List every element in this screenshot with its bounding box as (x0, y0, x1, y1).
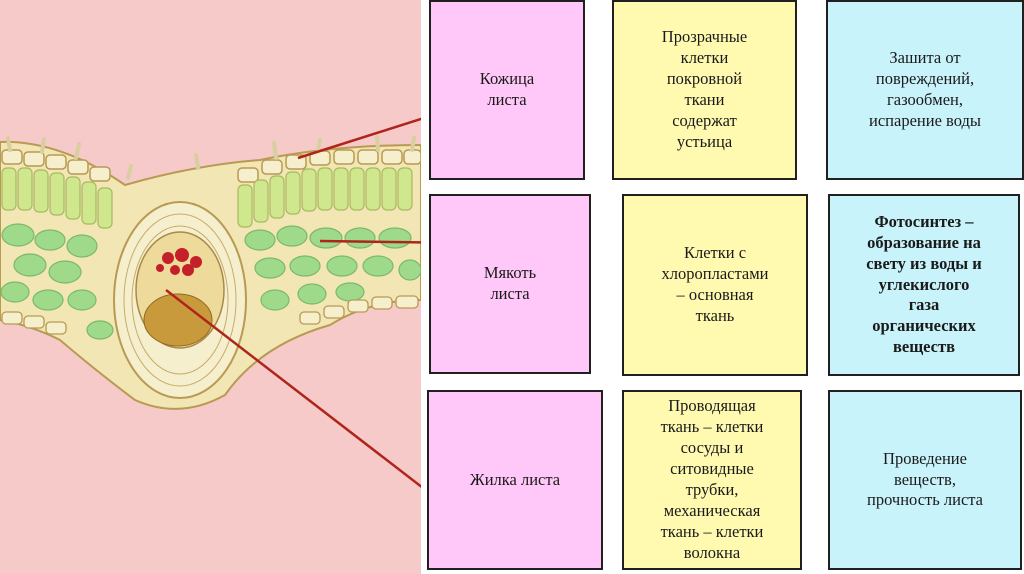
upper-epidermis (1, 149, 421, 183)
vein-sheath-cells (123, 213, 237, 387)
organ-cell-epidermis: Кожица листа (429, 0, 585, 180)
structure-cell-epidermis: Прозрачные клетки покровной ткани содерж… (612, 0, 797, 180)
phloem (143, 293, 213, 347)
organ-cell-vein: Жилка листа (427, 390, 603, 570)
function-cell-mesophyll: Фотосинтез – образование на свету из вод… (828, 194, 1020, 376)
structure-cell-mesophyll: Клетки с хлоропластами – основная ткань (622, 194, 808, 376)
pointer-line-epidermis (297, 117, 421, 160)
lower-epidermis (1, 295, 419, 335)
structure-cell-vein: Проводящая ткань – клетки сосуды и ситов… (622, 390, 802, 570)
function-cell-epidermis: Зашита от повреждений, газообмен, испаре… (826, 0, 1024, 180)
function-cell-vein: Проведение веществ, прочность листа (828, 390, 1022, 570)
epidermal-hairs (6, 135, 416, 180)
palisade-tissue-right (237, 167, 413, 228)
organ-cell-mesophyll: Мякоть листа (429, 194, 591, 374)
pointer-line-mesophyll (319, 239, 421, 244)
leaf-cross-section-diagram (0, 117, 421, 488)
palisade-tissue-left (1, 167, 113, 229)
xylem-vessels (156, 248, 202, 276)
pointer-lines (165, 117, 421, 488)
leaf-cross-section-illustration (0, 117, 421, 488)
spongy-tissue (0, 223, 421, 340)
pointer-line-vein (165, 289, 421, 488)
